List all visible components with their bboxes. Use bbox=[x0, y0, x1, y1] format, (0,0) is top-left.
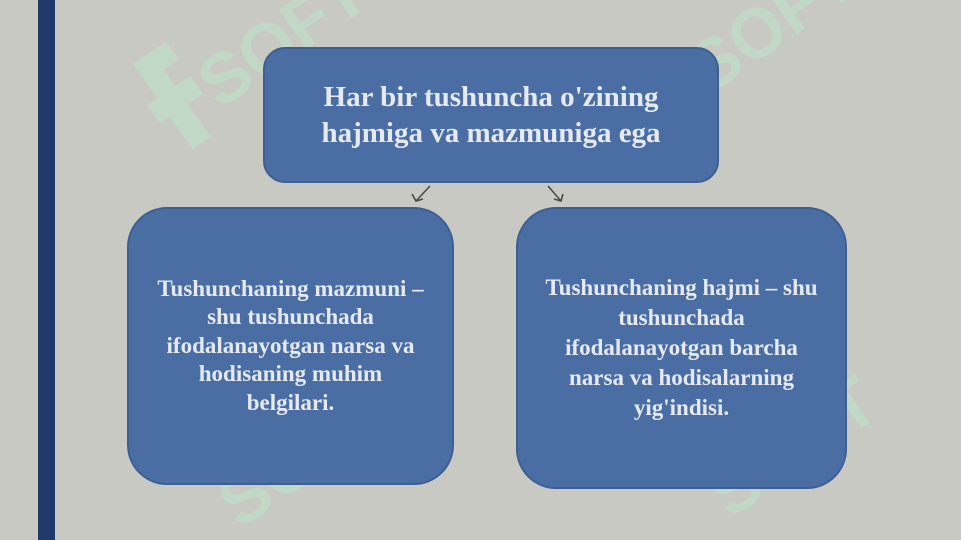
root-node: Har bir tushuncha o'zining hajmiga va ma… bbox=[263, 47, 719, 183]
watermark-logo-icon bbox=[133, 41, 211, 150]
arrowhead-right-icon bbox=[553, 193, 564, 202]
connector-left bbox=[415, 185, 431, 202]
connector-right bbox=[547, 185, 562, 202]
arrowhead-left-icon bbox=[411, 193, 424, 202]
child-node-content: Tushunchaning mazmuni – shu tushunchada … bbox=[127, 207, 454, 485]
child-node-volume-text: Tushunchaning hajmi – shu tushunchada if… bbox=[545, 275, 818, 420]
child-node-volume: Tushunchaning hajmi – shu tushunchada if… bbox=[516, 207, 847, 489]
root-node-text: Har bir tushuncha o'zining hajmiga va ma… bbox=[321, 81, 661, 149]
left-accent-bar bbox=[38, 0, 55, 540]
child-node-content-text: Tushunchaning mazmuni – shu tushunchada … bbox=[157, 275, 424, 415]
